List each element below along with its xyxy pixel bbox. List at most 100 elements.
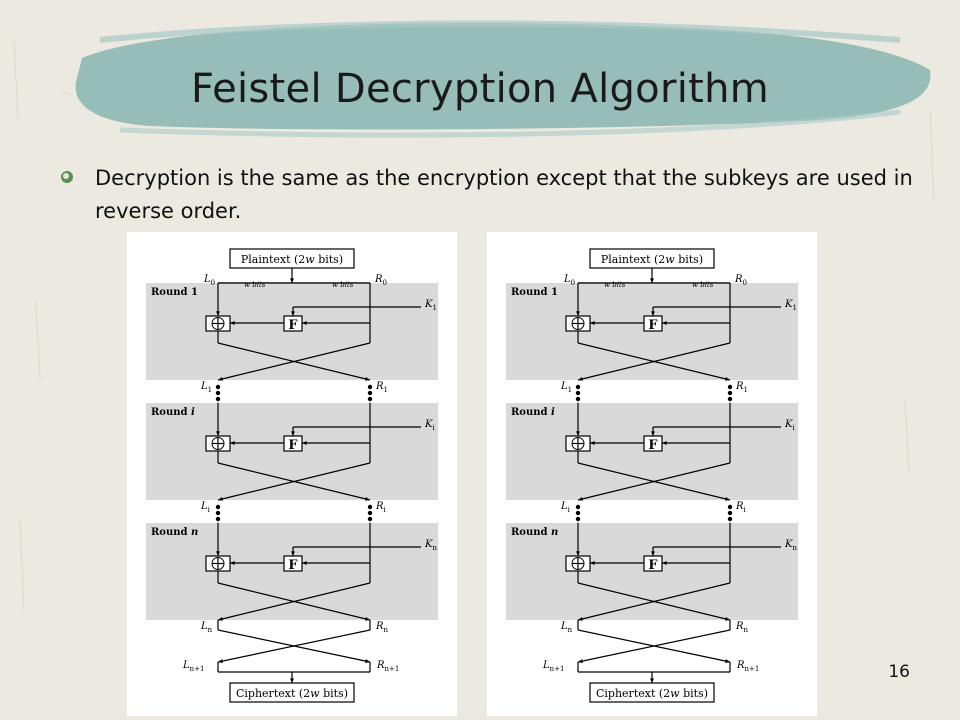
continuation-dot [575, 384, 581, 390]
right-width-label: w bits [332, 281, 354, 289]
round-block-2: Round iKi​FLi​Ri​ [506, 403, 798, 543]
feistel-network-svg: Plaintext (2w bits) L0​ w bits w bits R0​ Rou… [146, 248, 438, 703]
ciphertext-label: Ciphertext (2w bits) [596, 687, 708, 700]
round-label: Round n [511, 527, 558, 538]
arrowhead [590, 321, 595, 325]
arrowhead [218, 659, 223, 663]
arrowhead [365, 377, 370, 381]
continuation-dot [367, 510, 373, 516]
continuation-dot [215, 504, 221, 510]
arrowhead [291, 431, 295, 436]
final-right-label: Rn+1​ [376, 660, 399, 673]
arrowhead [725, 659, 730, 663]
arrowhead [365, 617, 370, 621]
round-output-left-label: Li​ [200, 501, 211, 514]
continuation-dot [727, 510, 733, 516]
continuation-dot [727, 516, 733, 522]
left-width-label: w bits [604, 281, 626, 289]
final-swap-right-arrow [217, 629, 371, 663]
final-left-label: Ln+1​ [182, 660, 204, 673]
round-label: Round i [151, 407, 195, 418]
continuation-dot [575, 396, 581, 402]
round-block-3: Round nKn​FLn​Rn​ [146, 523, 438, 634]
bullet-icon [61, 171, 73, 183]
arrowhead [302, 561, 307, 565]
ciphertext-box [229, 682, 355, 703]
f-function-label: F [648, 558, 658, 573]
arrowhead [230, 441, 235, 445]
round-output-right-label: R1​ [375, 381, 388, 394]
arrowhead [302, 321, 307, 325]
round-output-right-label: Ri​ [735, 501, 747, 514]
continuation-dot [727, 504, 733, 510]
arrowhead [218, 497, 223, 501]
round-output-right-label: Ri​ [375, 501, 387, 514]
cross-right-to-left-arrow [217, 342, 371, 381]
arrowhead [725, 617, 730, 621]
plaintext-label: Plaintext (2w bits) [241, 253, 343, 266]
f-function-label: F [648, 438, 658, 453]
arrowhead [650, 678, 654, 683]
arrowhead [578, 659, 583, 663]
plaintext-label: Plaintext (2w bits) [601, 253, 703, 266]
bullet-text: Decryption is the same as the encryption… [95, 166, 913, 223]
f-function-label: F [288, 558, 298, 573]
round-output-left-label: L1​ [200, 381, 212, 394]
round-input-right-label: R0​ [734, 274, 747, 287]
round-key-label: Ki​ [784, 419, 795, 432]
round-input-right-label: R0​ [374, 274, 387, 287]
cross-right-to-left-arrow [217, 582, 371, 621]
continuation-dot [575, 390, 581, 396]
continuation-dot [215, 396, 221, 402]
continuation-dot [575, 510, 581, 516]
arrowhead [725, 377, 730, 381]
arrowhead [218, 617, 223, 621]
round-key-label: Ki​ [424, 419, 435, 432]
continuation-dot [367, 384, 373, 390]
arrowhead [291, 551, 295, 556]
final-right-label: Rn+1​ [736, 660, 759, 673]
round-label: Round n [151, 527, 198, 538]
continuation-dot [367, 396, 373, 402]
round-input-left-label: L0​ [203, 274, 215, 287]
arrowhead [291, 311, 295, 316]
ciphertext-box [589, 682, 715, 703]
right-width-label: w bits [692, 281, 714, 289]
round-label: Round 1 [511, 287, 558, 298]
arrowhead [576, 431, 580, 436]
arrowhead [662, 441, 667, 445]
arrowhead [590, 561, 595, 565]
continuation-dot [367, 390, 373, 396]
round-output-right-label: R1​ [735, 381, 748, 394]
round-output-right-label: Rn​ [375, 621, 389, 634]
arrowhead [576, 551, 580, 556]
continuation-dot [727, 384, 733, 390]
f-function-label: F [648, 318, 658, 333]
arrowhead [290, 678, 294, 683]
cross-right-to-left-arrow [217, 462, 371, 501]
arrowhead [662, 561, 667, 565]
arrowhead [216, 311, 220, 316]
arrowhead [725, 497, 730, 501]
round-key-label: Kn​ [424, 539, 437, 552]
final-swap-right-arrow [577, 629, 731, 663]
arrowhead [590, 441, 595, 445]
continuation-dot [215, 384, 221, 390]
round-label: Round i [511, 407, 555, 418]
arrowhead [218, 377, 223, 381]
arrowhead [302, 441, 307, 445]
arrowhead [365, 659, 370, 663]
left-width-label: w bits [244, 281, 266, 289]
arrowhead [651, 431, 655, 436]
arrowhead [578, 377, 583, 381]
arrowhead [216, 551, 220, 556]
round-output-left-label: Ln​ [560, 621, 573, 634]
final-left-label: Ln+1​ [542, 660, 564, 673]
continuation-dot [727, 396, 733, 402]
arrowhead [230, 561, 235, 565]
cross-right-to-left-arrow [577, 462, 731, 501]
